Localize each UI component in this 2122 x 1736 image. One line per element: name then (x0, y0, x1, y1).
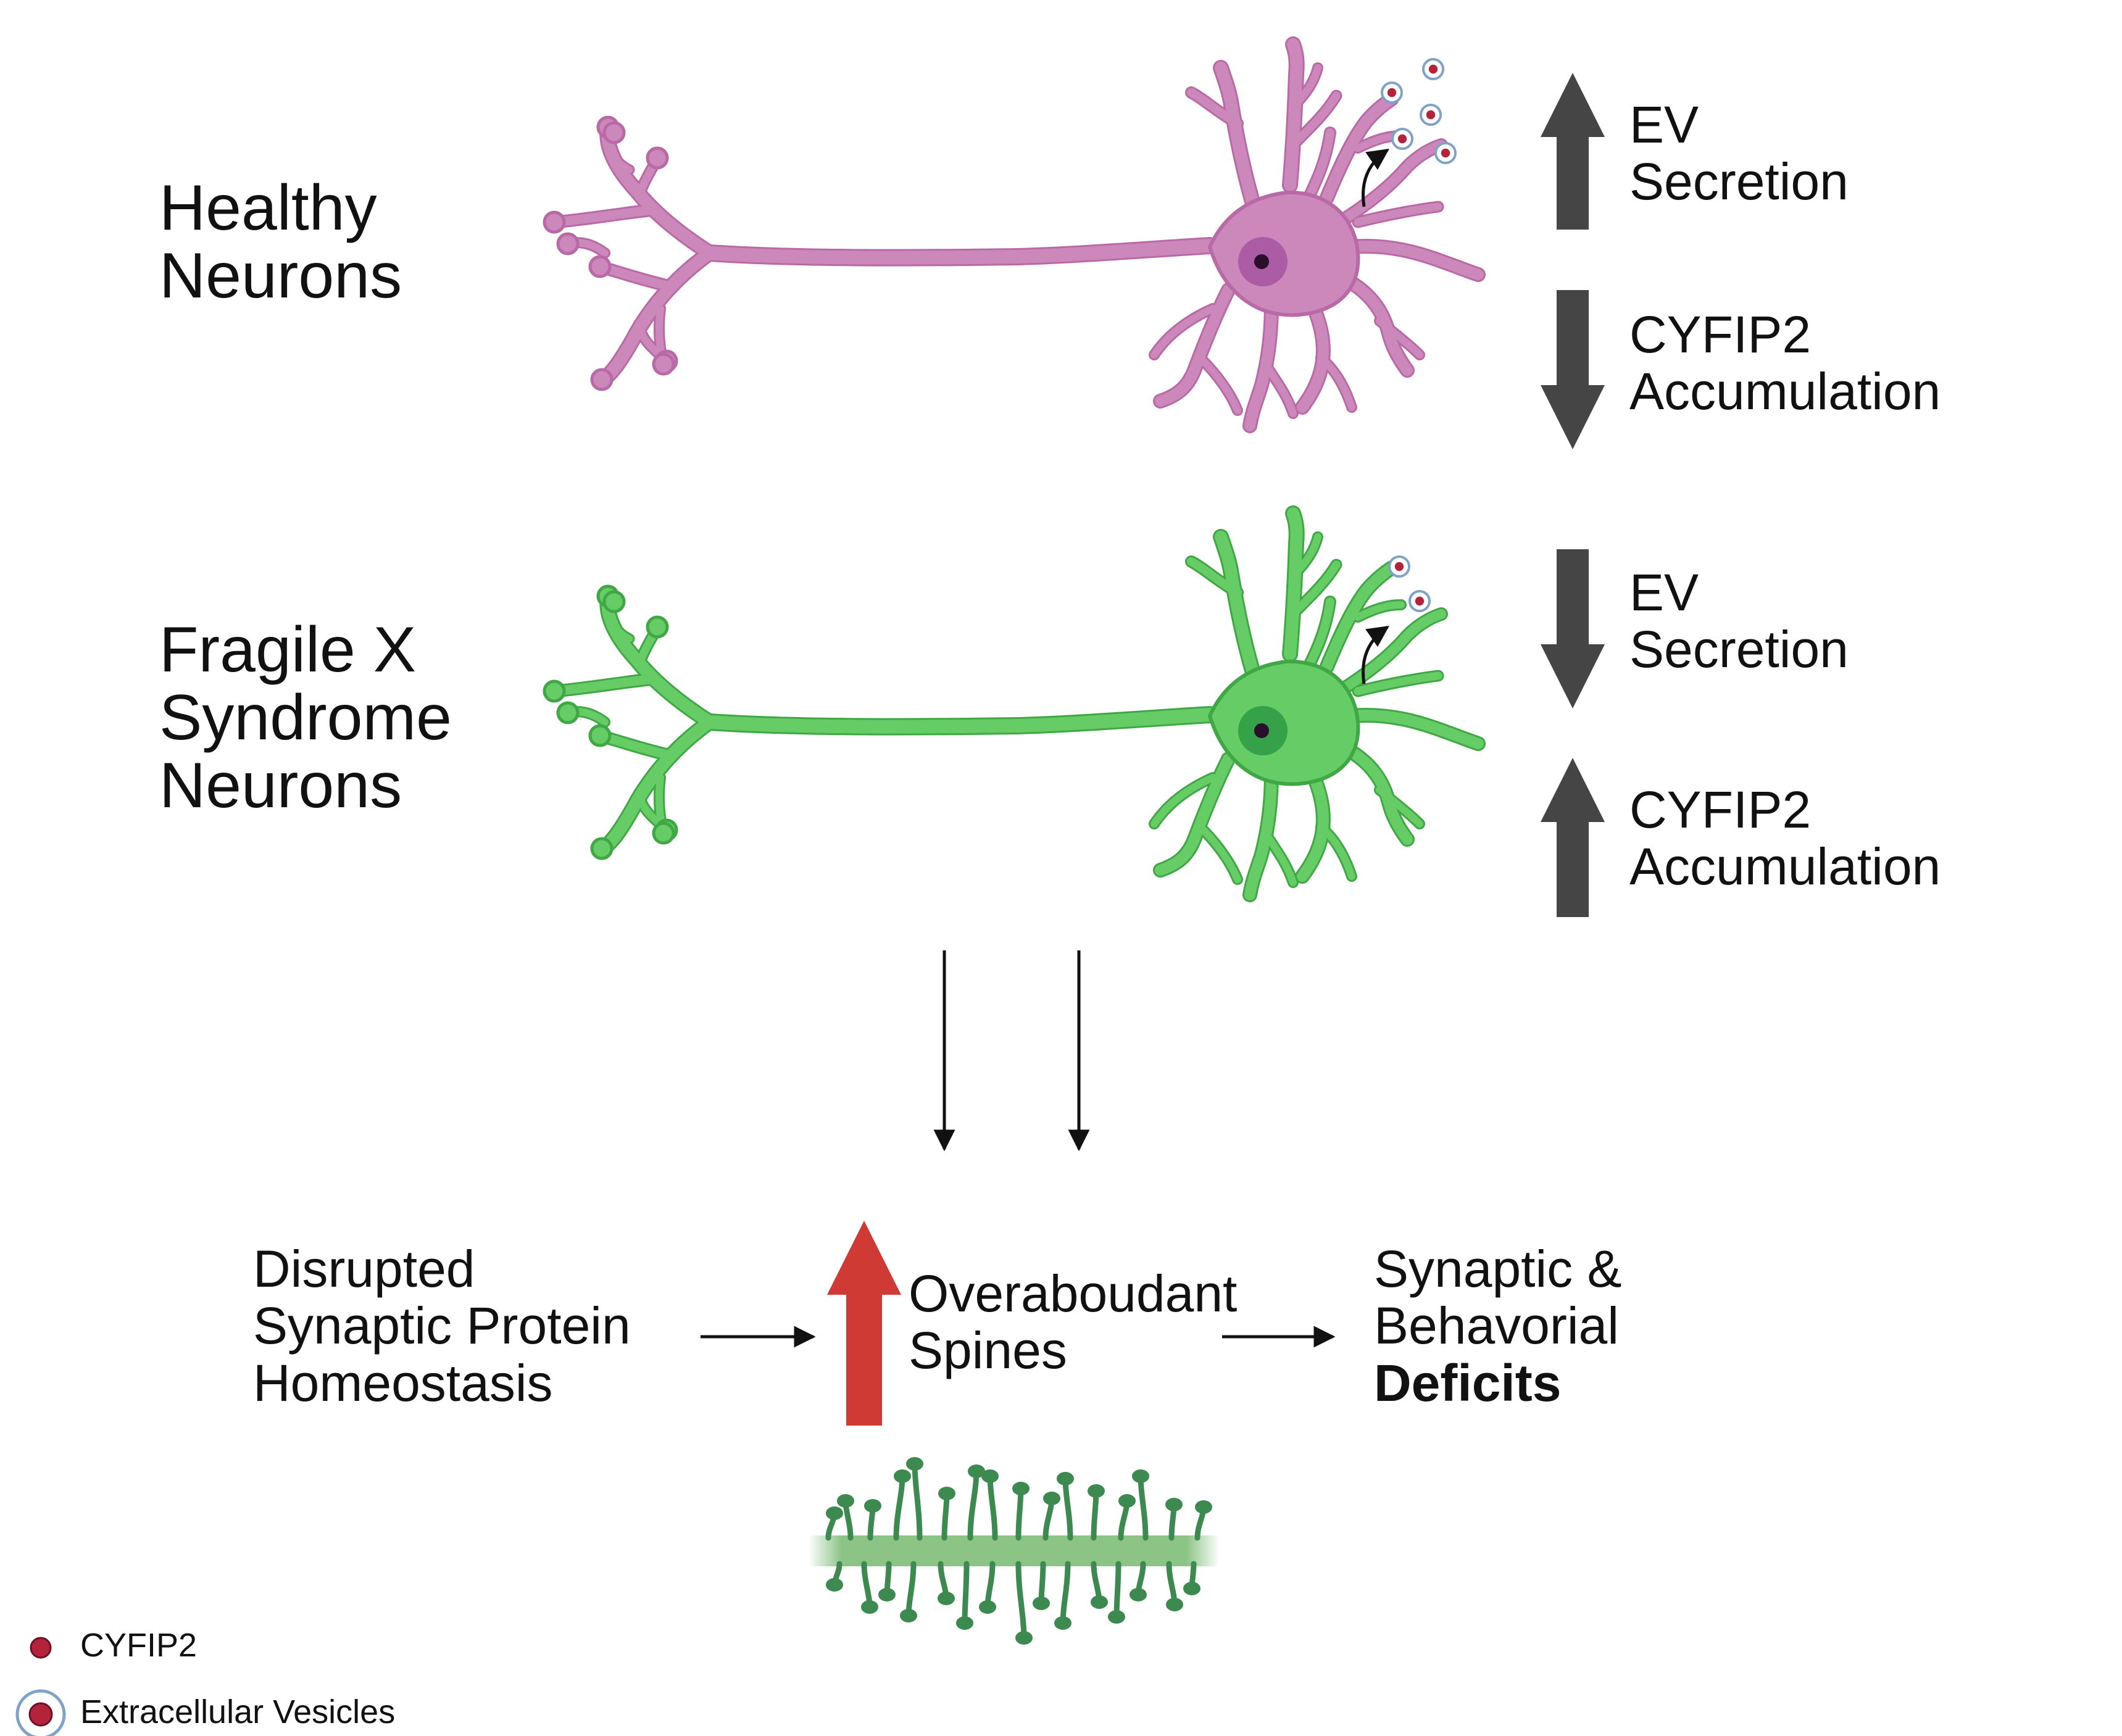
healthy-ev-secretion-label: EV Secretion (1629, 96, 1849, 211)
release-arrow-icon (1362, 625, 1389, 684)
spine-head (1195, 1500, 1212, 1514)
axon-terminal-bouton (588, 255, 612, 278)
neuron-body-fill (549, 507, 1484, 900)
axon-terminal-bouton (602, 121, 626, 144)
healthy-cyfip2-label: CYFIP2 Accumulation (1629, 305, 1941, 421)
spine-head (861, 1600, 878, 1614)
axon-terminal-bouton (590, 837, 614, 860)
spine-head (826, 1578, 843, 1592)
fxs-cyfip2-label: CYFIP2 Accumulation (1629, 781, 1941, 896)
spine-head (1033, 1597, 1050, 1610)
spine-head (878, 1588, 896, 1601)
spine-head (1183, 1582, 1200, 1595)
axon-terminal-bouton (543, 210, 566, 234)
vesicle-legend-core-icon (28, 1702, 53, 1727)
extracellular-vesicle-icon (1381, 81, 1403, 104)
healthy-vesicle-cluster (1362, 58, 1457, 207)
fxs-ev-secretion-label: EV Secretion (1629, 563, 1849, 679)
fxs-neurons-title: Fragile X Syndrome Neurons (159, 614, 452, 822)
extracellular-vesicle-icon (1420, 104, 1442, 126)
dendritic-spine (1015, 1561, 1027, 1641)
spine-head (1057, 1472, 1074, 1485)
spine-head (981, 1469, 999, 1483)
dendritic-spine (1113, 1561, 1121, 1620)
axon-terminal-bouton (556, 232, 580, 255)
dendritic-spine (962, 1561, 970, 1626)
cyfip2-legend-dot-icon (30, 1637, 52, 1659)
axon-terminal-bouton (646, 615, 669, 639)
healthy-ev-secretion-up-arrow (1541, 73, 1605, 230)
overabundant-spines-label: Overaboudant Spines (909, 1265, 1238, 1380)
dendritic-spine (893, 1473, 905, 1541)
extracellular-vesicle-icon (1391, 128, 1413, 150)
fxs-ev-secretion-down-arrow (1541, 549, 1605, 708)
axon-terminal-bouton (646, 146, 669, 170)
axon-terminal-bouton (652, 821, 675, 845)
legend-cyfip2-label: CYFIP2 (80, 1627, 198, 1664)
dendritic-spine (1062, 1476, 1073, 1541)
dendritic-spine (1015, 1485, 1024, 1541)
spine-head (864, 1499, 881, 1513)
axon-terminal-bouton (602, 590, 626, 613)
spine-head (1091, 1595, 1108, 1609)
spine-head (1130, 1588, 1147, 1601)
axon-terminal-bouton (588, 724, 612, 747)
dendritic-spine (912, 1461, 923, 1541)
spine-head (1015, 1631, 1033, 1645)
fxs-vesicle-cluster (1362, 555, 1431, 684)
dendritic-spine (967, 1468, 980, 1541)
spine-head (938, 1487, 955, 1500)
extracellular-vesicle-icon (1388, 555, 1410, 578)
extracellular-vesicle-icon (1422, 58, 1444, 80)
spine-head (1165, 1498, 1183, 1511)
axon-terminal-bouton (556, 701, 580, 725)
dendrite-shaft (809, 1535, 1220, 1566)
neuron-nucleolus (1254, 254, 1269, 269)
dendritic-spine (1060, 1561, 1071, 1626)
dendritic-spine (1091, 1488, 1099, 1541)
spine-head (956, 1616, 973, 1630)
disrupted-homeostasis-label: Disrupted Synaptic Protein Homeostasis (253, 1240, 631, 1412)
spine-head (1108, 1610, 1125, 1624)
spine-head (837, 1494, 854, 1508)
legend-vesicles-label: Extracellular Vesicles (80, 1693, 396, 1730)
deficits-label: Synaptic & Behavorial Deficits (1374, 1240, 1622, 1412)
dendritic-spine (1138, 1473, 1149, 1541)
axon-terminal-bouton (543, 679, 566, 703)
fxs-neuron-illustration (543, 505, 1486, 902)
spine-head (900, 1609, 917, 1622)
dendrite-spines-illustration (809, 1457, 1220, 1645)
spine-head (1088, 1484, 1105, 1498)
spine-head (1132, 1469, 1149, 1483)
axon-terminal-bouton (652, 352, 675, 376)
fxs-cyfip2-up-arrow (1541, 758, 1605, 917)
extracellular-vesicle-icon (1434, 142, 1457, 164)
dendritic-spine (905, 1561, 917, 1619)
neuron-nucleolus (1254, 723, 1269, 738)
spine-head (1118, 1494, 1136, 1508)
spine-head (1012, 1482, 1030, 1495)
healthy-neurons-title: Healthy Neurons (159, 172, 402, 312)
extracellular-vesicle-icon (1408, 590, 1431, 612)
spine-head (968, 1464, 985, 1478)
healthy-neuron-illustration (543, 36, 1486, 433)
spine-head (826, 1506, 843, 1520)
healthy-cyfip2-down-arrow (1541, 290, 1605, 449)
spine-head (1166, 1598, 1183, 1611)
spine-head (938, 1592, 955, 1605)
spine-head (979, 1600, 996, 1614)
axon-terminal-bouton (590, 368, 614, 391)
spine-head (894, 1469, 911, 1483)
spine-head (1043, 1492, 1060, 1505)
spine-head (1054, 1616, 1071, 1630)
spine-head (906, 1457, 923, 1471)
overabundant-spines-up-arrow (827, 1221, 901, 1426)
dendritic-spine (987, 1473, 998, 1541)
release-arrow-icon (1362, 148, 1389, 207)
